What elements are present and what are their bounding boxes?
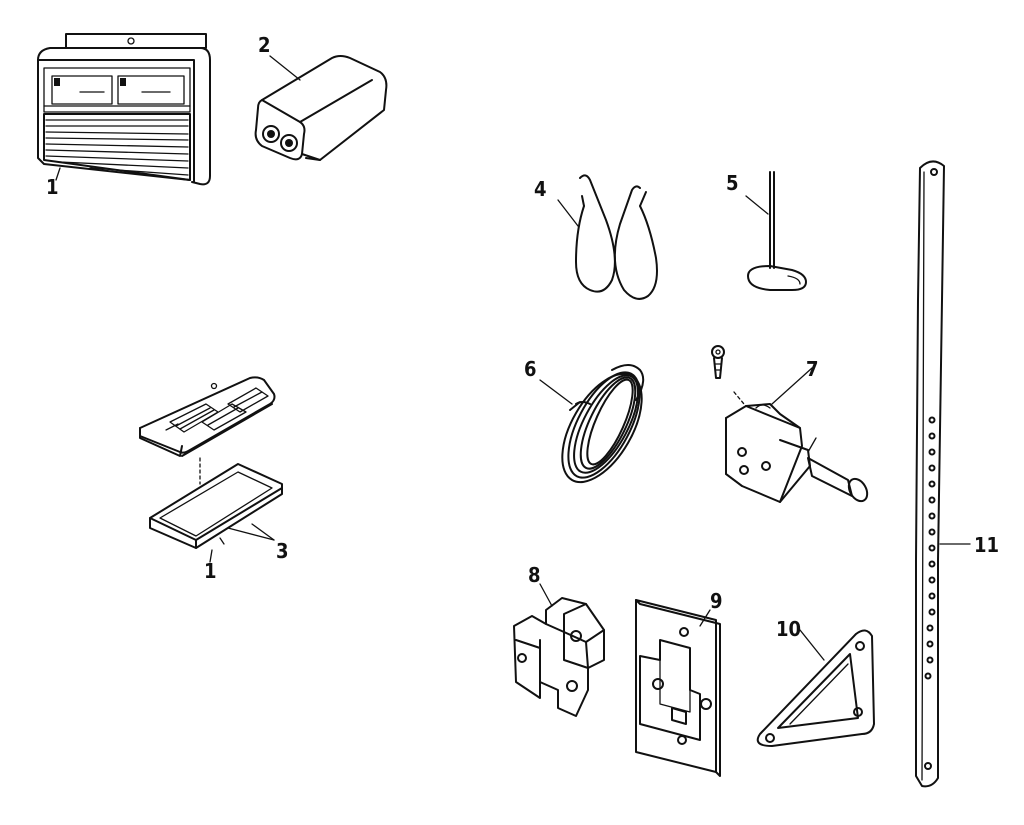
callout-10: 10	[776, 617, 801, 641]
callout-labels: 1 2 3 1 4 5 6 7 8 9 10 11	[46, 33, 999, 641]
part-1-wall-console	[37, 33, 211, 186]
part-9-door-bracket-plate	[635, 599, 721, 777]
part-11-perforated-strap	[915, 160, 971, 788]
console-grille	[43, 113, 191, 181]
part-8-clevis-bracket	[513, 583, 605, 717]
leader-lines	[227, 55, 301, 541]
callout-8: 8	[528, 563, 541, 587]
callout-9: 9	[710, 589, 723, 613]
callout-6: 6	[524, 357, 537, 381]
callout-3: 3	[276, 539, 289, 563]
part-4-hooks	[557, 174, 658, 300]
callout-7: 7	[806, 357, 819, 381]
part-2-battery	[254, 55, 388, 161]
part-6-wire-coil	[539, 364, 645, 484]
part-7-bracket-pin	[711, 345, 869, 503]
callout-5: 5	[726, 171, 739, 195]
callout-11: 11	[974, 533, 999, 557]
part-5-pull-handle	[745, 171, 807, 291]
part-3-remote-transmitter	[139, 376, 283, 563]
callout-4: 4	[534, 177, 547, 201]
callout-1-top: 1	[46, 175, 59, 199]
part-10-triangle-bracket	[756, 629, 875, 747]
callout-1-bottom: 1	[204, 559, 217, 583]
callout-2: 2	[258, 33, 271, 57]
